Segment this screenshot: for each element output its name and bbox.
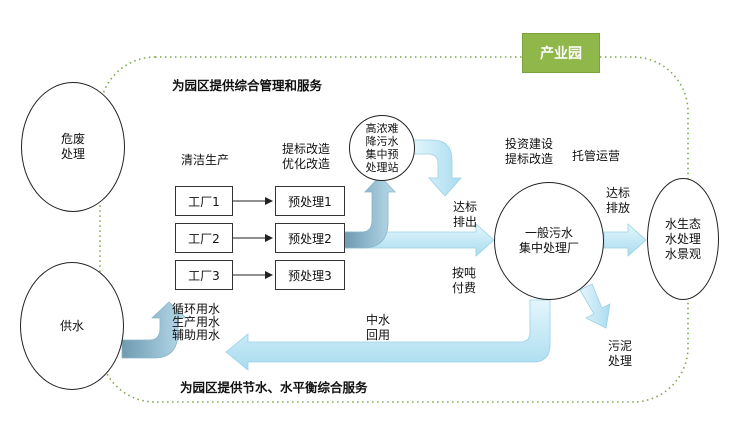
flow-to-sludge — [579, 283, 611, 329]
pretreatment-2: 预处理2 — [275, 223, 345, 253]
factory-1: 工厂1 — [175, 186, 233, 216]
high-concentration-station: 高浓难 降污水 集中预 处理站 — [349, 115, 415, 181]
flow-from-high-conc — [411, 139, 462, 197]
water-supply-node: 供水 — [20, 262, 124, 390]
discharge-ok-label: 达标 排放 — [606, 186, 631, 215]
flow-to-high-conc — [344, 175, 396, 249]
pretreatment-3: 预处理3 — [275, 260, 345, 290]
flow-from-water-supply — [121, 301, 188, 359]
discharge-standard-label: 达标 排出 — [453, 200, 478, 229]
sludge-treatment-label: 污泥 处理 — [608, 339, 633, 368]
water-uses-label: 循环用水 生产用水 辅助用水 — [172, 302, 221, 342]
per-ton-fee-label: 按吨 付费 — [452, 266, 477, 295]
bottom-service-text: 为园区提供节水、水平衡综合服务 — [180, 380, 368, 395]
pretreatment-1: 预处理1 — [275, 186, 345, 216]
clean-production-label: 清洁生产 — [181, 153, 230, 167]
factory-2: 工厂2 — [175, 223, 233, 253]
factory-3: 工厂3 — [175, 260, 233, 290]
top-service-text: 为园区提供综合管理和服务 — [172, 78, 323, 93]
central-treatment-plant: 一般污水 集中处理厂 — [494, 182, 604, 300]
hazardous-waste-node: 危废 处理 — [21, 82, 125, 212]
upgrade-label: 提标改造 优化改造 — [282, 142, 331, 171]
trust-operation-label: 托管运营 — [572, 149, 621, 163]
flow-to-ecology — [603, 223, 647, 257]
water-ecology-node: 水生态 水处理 水景观 — [647, 178, 719, 300]
reclaimed-water-label: 中水 回用 — [366, 313, 391, 342]
invest-label: 投资建设 提标改造 — [505, 137, 554, 166]
park-badge: 产业园 — [522, 33, 600, 73]
flow-reclaimed-water — [225, 299, 551, 371]
